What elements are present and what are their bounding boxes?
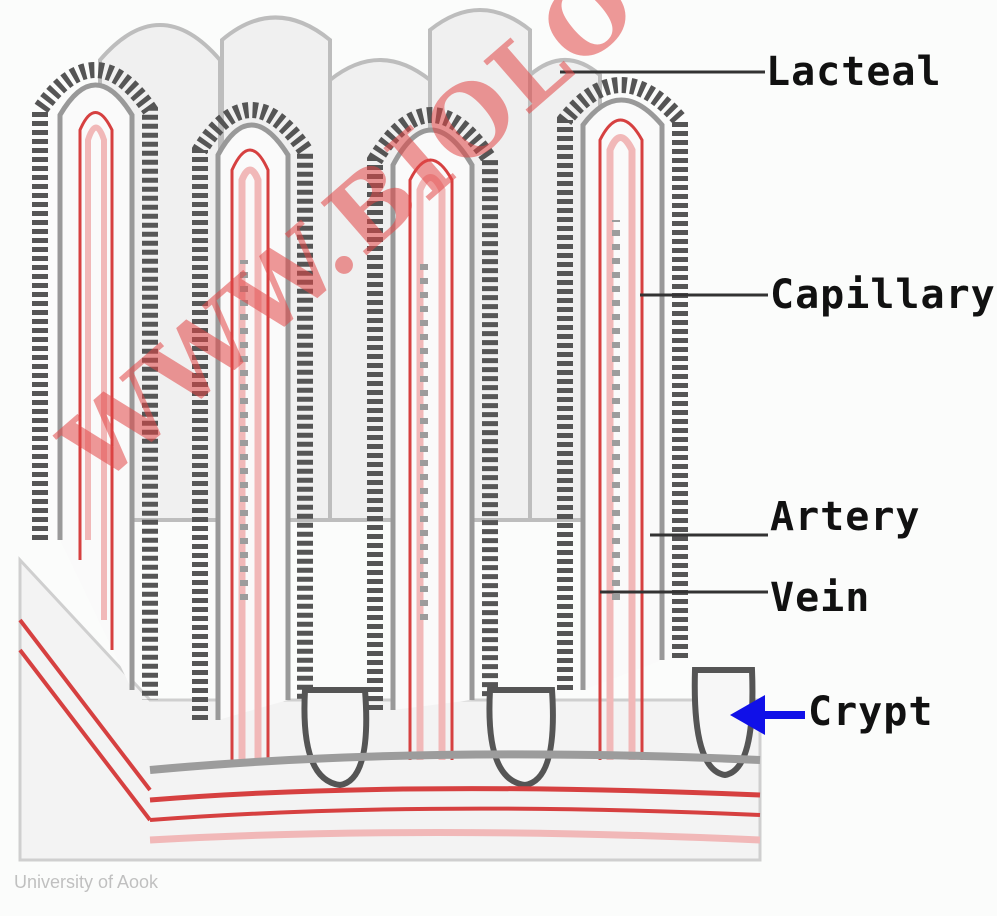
label-artery: Artery bbox=[770, 497, 921, 537]
label-lacteal: Lacteal bbox=[766, 52, 942, 92]
image-credit: University of Aook bbox=[14, 872, 158, 893]
label-crypt: Crypt bbox=[808, 692, 933, 732]
label-capillary: Capillary bbox=[770, 275, 996, 315]
villus-3 bbox=[375, 115, 490, 760]
label-vein: Vein bbox=[770, 578, 870, 618]
villus-4 bbox=[565, 85, 680, 760]
rear-villi bbox=[100, 10, 600, 520]
villus-2 bbox=[200, 110, 305, 760]
